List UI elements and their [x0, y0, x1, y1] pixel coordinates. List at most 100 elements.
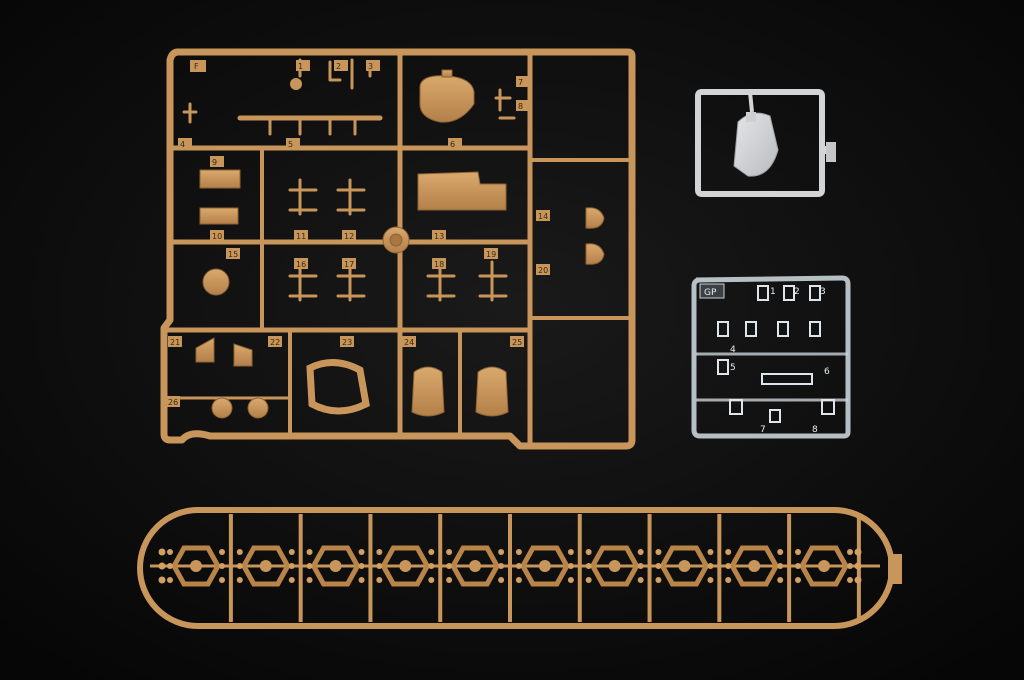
sprue-f-part-block-10	[199, 207, 239, 225]
sprue-f-tag-number: 9	[212, 158, 217, 167]
sprue-f-part-fender-14	[585, 207, 605, 229]
sprue-f-tag-number: 23	[342, 338, 352, 347]
sprue-f-tag-number: 17	[344, 260, 354, 269]
sprue-gp-tag-number: 3	[820, 287, 826, 297]
sprue-grey-frame	[695, 89, 825, 197]
sprue-f-tag: 16	[294, 258, 308, 269]
track-link	[236, 514, 303, 622]
sprue-f-tag: 21	[168, 336, 182, 347]
sprue-f-part-fender-20	[585, 243, 605, 265]
sprue-f-tag: 4	[178, 138, 192, 149]
sprue-f-tag: 18	[432, 258, 446, 269]
sprue-f-part-cupola-ring	[306, 359, 370, 415]
sprue-f-part-housing-25	[475, 366, 509, 417]
sprue-gp-tag-number: 2	[794, 287, 800, 297]
sprue-f-suspension-parts	[288, 88, 516, 302]
sprue-gp-number-tags: 1 2 3 4 5 6 7 8	[730, 287, 830, 435]
track-end-pin	[854, 562, 862, 570]
sprue-f-part-dome	[419, 75, 475, 123]
sprue-f-part-wheel-a	[211, 397, 233, 419]
sprue-f-tag: 23	[340, 336, 354, 347]
track-end-pin	[854, 576, 862, 584]
sprue-gp-tag-number: 1	[770, 287, 776, 297]
track-end-pin	[854, 548, 862, 556]
sprue-f-letter-tag: F	[190, 60, 206, 72]
sprue-f-tag-number: 16	[296, 260, 306, 269]
sprue-f-tag-number: 20	[538, 266, 548, 275]
sprue-f-tag: 5	[286, 138, 300, 149]
sprue-f-tag: 10	[210, 230, 224, 241]
sprue-gp-letter: GP	[704, 288, 717, 298]
track-end-pin	[158, 576, 166, 584]
sprue-f-tag: 6	[448, 138, 462, 149]
sprue-f-tag: 9	[210, 156, 224, 167]
sprue-f-part-wheel-b	[247, 397, 269, 419]
sprue-f-tag-number: 1	[298, 62, 303, 71]
sprue-f-part-block-9	[199, 169, 241, 189]
sprue-f-tag: 12	[342, 230, 356, 241]
sprue-gp-clear: GP	[691, 275, 851, 439]
sprue-f-tag: 24	[402, 336, 416, 347]
sprue-f-tag: 26	[166, 396, 180, 407]
track-link	[655, 514, 722, 622]
sprue-f-tag: 20	[536, 264, 550, 275]
sprue-gp-tag-number: 6	[824, 367, 830, 377]
track-link	[446, 514, 512, 622]
sprue-f-tag-number: 2	[336, 62, 341, 71]
sprue-f-tag: 11	[294, 230, 308, 241]
sprue-f-tag-number: 8	[518, 102, 523, 111]
sprue-f-tag-number: 21	[170, 338, 180, 347]
track-link	[306, 514, 373, 622]
sprue-f-tag-number: 5	[288, 140, 293, 149]
sprue-gp-frame	[691, 275, 851, 439]
track-link	[725, 514, 792, 622]
sprue-f-tag-number: 7	[518, 78, 523, 87]
sprue-f-tag-number: 25	[512, 338, 522, 347]
track-end-pin	[158, 548, 166, 556]
track-link	[515, 514, 582, 622]
sprue-f-frame	[160, 48, 636, 450]
sprue-f-tag: 25	[510, 336, 524, 347]
sprue-f-tag-number: 10	[212, 232, 222, 241]
sprue-f-tag-number: 18	[434, 260, 444, 269]
sprue-f-part-housing-24	[411, 366, 445, 417]
sprue-f-part-hull-box	[417, 171, 507, 211]
sprue-f-letter: F	[194, 62, 199, 71]
sprue-f-tag-number: 4	[180, 140, 185, 149]
sprue-grey-turret	[695, 89, 836, 197]
sprue-f-tag-number: 26	[168, 398, 178, 407]
sprue-f-tag: 14	[536, 210, 550, 221]
sprue-f-tag-number: 24	[404, 338, 414, 347]
track-link	[376, 514, 443, 622]
sprue-f-part-knob	[290, 78, 302, 90]
sprue-track-links	[158, 514, 862, 622]
sprue-f-tag: 13	[432, 230, 446, 241]
sprue-f-part-bracket-21	[195, 337, 215, 363]
sprue-gp-tag-number: 5	[730, 363, 736, 373]
sprue-f-tag-number: 14	[538, 212, 548, 221]
sprue-f-tag: 1	[296, 60, 310, 71]
sprue-f-tag: 7	[516, 76, 530, 87]
sprue-f	[160, 48, 636, 450]
sprue-f-part-disc	[202, 268, 230, 296]
sprue-f-tag-number: 6	[450, 140, 455, 149]
sprue-f-tag: 15	[226, 248, 240, 259]
sprue-f-tag-number: 19	[486, 250, 496, 259]
sprue-f-tag: 22	[268, 336, 282, 347]
track-end-pin	[158, 562, 166, 570]
sprue-gp-tag-number: 7	[760, 425, 766, 435]
sprue-f-tag-number: 12	[344, 232, 354, 241]
sprue-gp-tag-number: 8	[812, 425, 818, 435]
track-link	[585, 514, 652, 622]
sprue-f-tag-number: 11	[296, 232, 306, 241]
track-link	[167, 514, 233, 622]
sprue-gp-tag-number: 4	[730, 345, 736, 355]
sprue-f-tag: 19	[484, 248, 498, 259]
sprue-f-tag-number: 3	[368, 62, 373, 71]
sprue-f-tag: 17	[342, 258, 356, 269]
sprue-f-tag-number: 13	[434, 232, 444, 241]
sprue-f-part-bracket-22	[233, 343, 253, 367]
sprue-f-tag: 2	[334, 60, 348, 71]
